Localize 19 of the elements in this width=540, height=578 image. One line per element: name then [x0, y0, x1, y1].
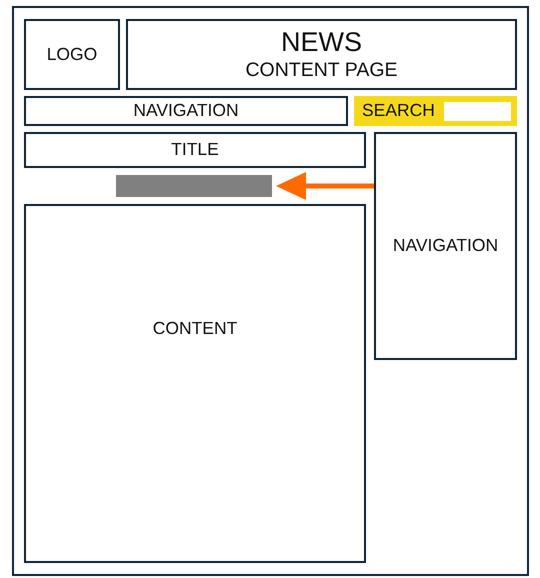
- title-label: TITLE: [171, 140, 219, 160]
- header-subtitle: CONTENT PAGE: [245, 60, 398, 82]
- navigation-label: NAVIGATION: [133, 101, 239, 121]
- search-bar: [354, 96, 517, 126]
- sidebar-box: [374, 132, 517, 360]
- header-title: NEWS: [281, 26, 362, 58]
- content-box: [24, 204, 366, 563]
- placeholder-box: [24, 19, 120, 90]
- search-label: SEARCH: [362, 101, 435, 121]
- filled-bar: [116, 175, 272, 197]
- placeholder-label: LOGO: [46, 44, 98, 64]
- navigation-bar: [24, 96, 348, 126]
- page-frame: [12, 6, 529, 576]
- header-box: [126, 19, 517, 90]
- navigation-label: NAVIGATION: [392, 236, 498, 256]
- search-input-field: [444, 102, 511, 121]
- content-label: CONTENT: [152, 319, 238, 339]
- arrow: [276, 172, 374, 200]
- title-bar: [24, 132, 366, 168]
